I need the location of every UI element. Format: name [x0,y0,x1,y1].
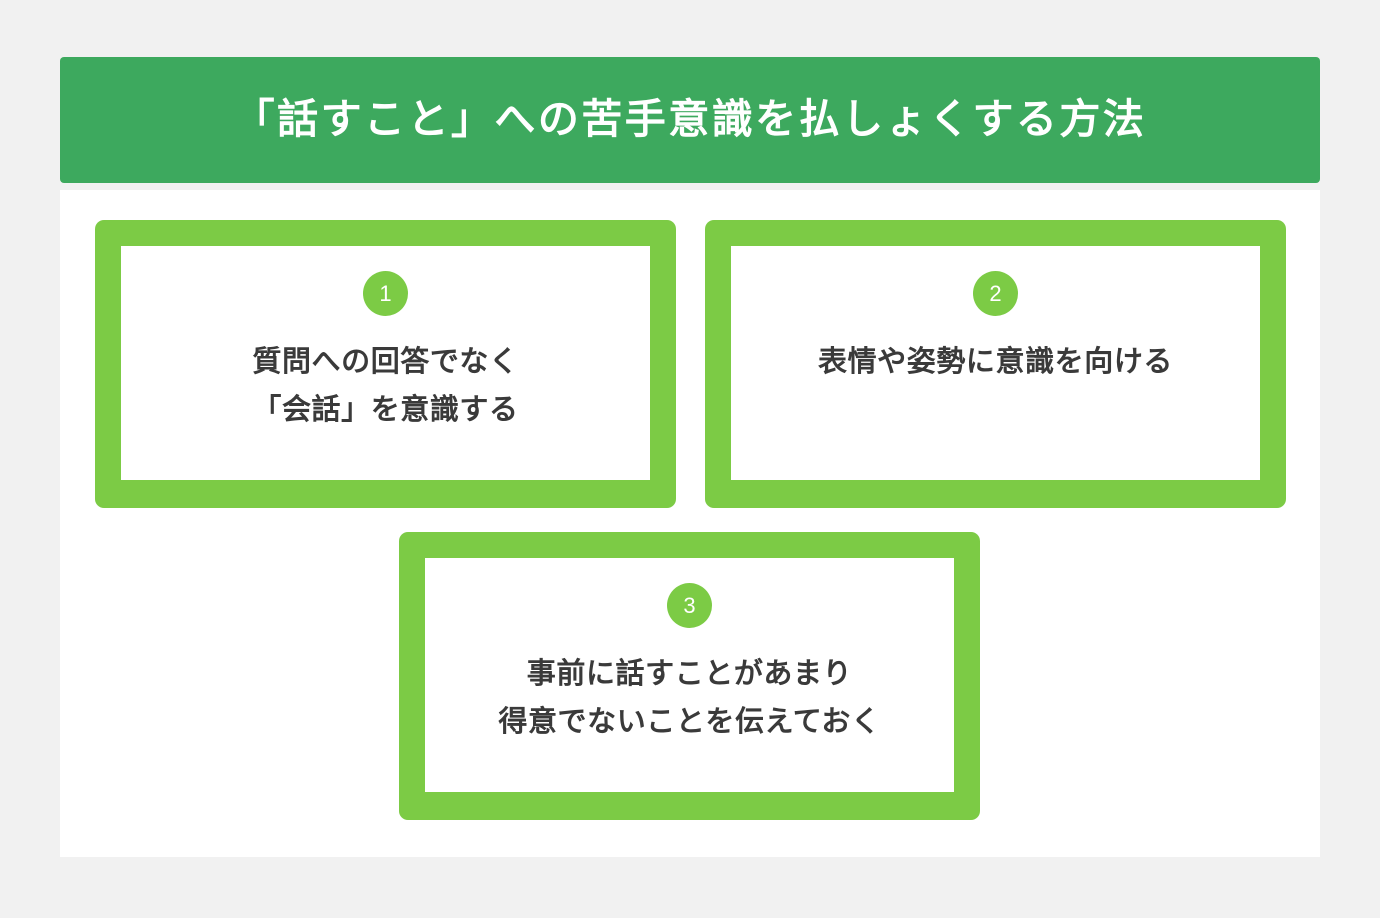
card-2-text-line-1: 表情や姿勢に意識を向ける [818,346,1173,378]
card-3-number-badge: 3 [667,583,712,628]
card-1-text-line-1: 質問への回答でなく [252,346,519,378]
cards-panel: 1 質問への回答でなく 「会話」を意識する 2 表情や姿勢に意識を向ける 3 [60,190,1320,857]
card-1: 1 質問への回答でなく 「会話」を意識する [95,220,676,508]
card-3-text-line-2: 得意でないことを伝えておく [498,706,881,738]
card-3: 3 事前に話すことがあまり 得意でないことを伝えておく [399,532,980,820]
card-3-inner: 3 事前に話すことがあまり 得意でないことを伝えておく [425,558,954,792]
card-1-text: 質問への回答でなく 「会話」を意識する [121,338,650,434]
infographic-container: 「話すこと」への苦手意識を払しょくする方法 1 質問への回答でなく 「会話」を意… [60,57,1320,857]
card-2-text: 表情や姿勢に意識を向ける [731,338,1260,386]
card-2: 2 表情や姿勢に意識を向ける [705,220,1286,508]
card-1-text-line-2: 「会話」を意識する [252,394,519,426]
card-3-text-line-1: 事前に話すことがあまり [526,658,853,690]
card-1-number-badge: 1 [363,271,408,316]
card-1-inner: 1 質問への回答でなく 「会話」を意識する [121,246,650,480]
card-2-inner: 2 表情や姿勢に意識を向ける [731,246,1260,480]
card-3-text: 事前に話すことがあまり 得意でないことを伝えておく [425,650,954,746]
page-title: 「話すこと」への苦手意識を払しょくする方法 [233,96,1147,143]
card-2-number-badge: 2 [973,271,1018,316]
header-band: 「話すこと」への苦手意識を払しょくする方法 [60,57,1320,183]
